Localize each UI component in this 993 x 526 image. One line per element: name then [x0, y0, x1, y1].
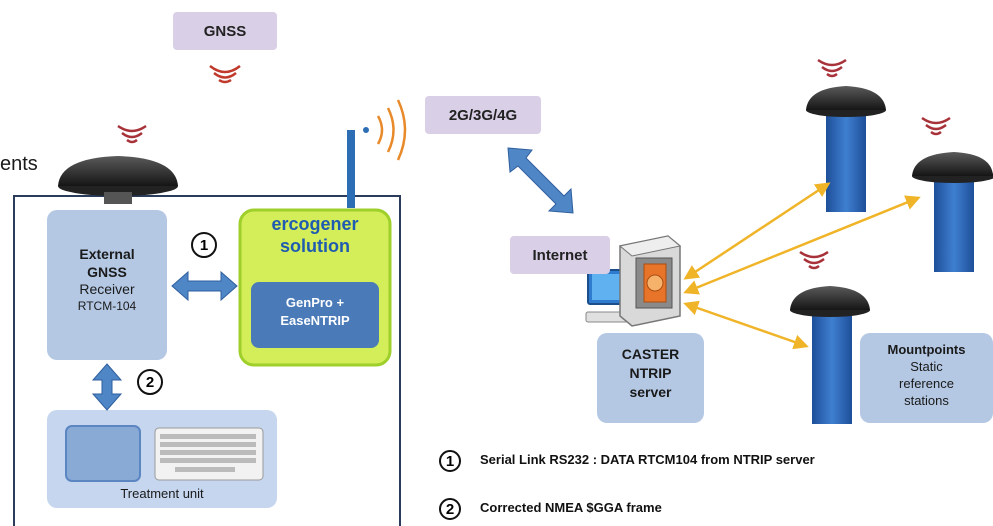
solution-line-1: ercogener: [271, 214, 359, 234]
cropped-edge-text: ents: [0, 153, 38, 175]
treatment-screen: [65, 425, 141, 482]
network-arrow: [507, 147, 574, 214]
link-1-arrow: [171, 270, 238, 302]
caster-box: [597, 333, 704, 423]
genpro-label: GenPro + EaseNTRIP: [251, 294, 379, 330]
keyboard-icon: [154, 427, 264, 481]
solution-line-2: solution: [280, 235, 350, 256]
reference-station-1-icon: [806, 58, 886, 212]
legend-1-number: 1: [439, 450, 461, 472]
receiver-label: External GNSS Receiver RTCM-104: [47, 246, 167, 314]
caster-line-2: NTRIP: [629, 364, 672, 381]
legend-1-text: Serial Link RS232 : DATA RTCM104 from NT…: [480, 452, 815, 467]
receiver-line-2: GNSS: [87, 263, 127, 280]
gnss-signal-icon: [209, 64, 241, 84]
network-label: 2G/3G/4G: [425, 96, 541, 134]
mountpoints-line-4: stations: [904, 392, 949, 408]
modem-antenna-icon: [347, 99, 407, 208]
receiver-line-1: External: [79, 246, 135, 262]
link-station-3: [683, 300, 809, 350]
receiver-antenna-icon: [58, 124, 178, 204]
marker-2: 2: [137, 369, 163, 395]
caster-line-1: CASTER: [621, 346, 680, 362]
solution-label: ercogener solution: [240, 214, 390, 257]
system-enclosure: [13, 195, 401, 526]
reference-station-2-icon: [912, 116, 993, 272]
genpro-box: [251, 282, 379, 348]
receiver-line-4: RTCM-104: [77, 298, 137, 313]
link-station-2: [683, 195, 921, 295]
caster-label: CASTER NTRIP server: [597, 345, 704, 402]
mountpoints-line-2: Static: [910, 358, 943, 374]
genpro-line-1: GenPro +: [285, 295, 345, 310]
mountpoints-label: Mountpoints Static reference stations: [860, 342, 993, 410]
mountpoints-title: Mountpoints: [887, 342, 966, 357]
caster-line-3: server: [629, 383, 672, 400]
reference-station-3-icon: [790, 250, 870, 424]
treatment-label: Treatment unit: [120, 486, 204, 501]
mountpoints-line-3: reference: [899, 375, 954, 391]
legend-2-number: 2: [439, 498, 461, 520]
gnss-label: GNSS: [173, 12, 277, 50]
receiver-box: [47, 210, 167, 360]
link-2-arrow: [91, 363, 123, 411]
legend-2-text: Corrected NMEA $GGA frame: [480, 500, 662, 515]
internet-label: Internet: [510, 236, 610, 274]
mountpoints-box: [860, 333, 993, 423]
genpro-line-2: EaseNTRIP: [280, 313, 350, 329]
marker-1: 1: [191, 232, 217, 258]
server-computer-icon: [585, 235, 682, 327]
receiver-line-3: Receiver: [79, 281, 135, 297]
